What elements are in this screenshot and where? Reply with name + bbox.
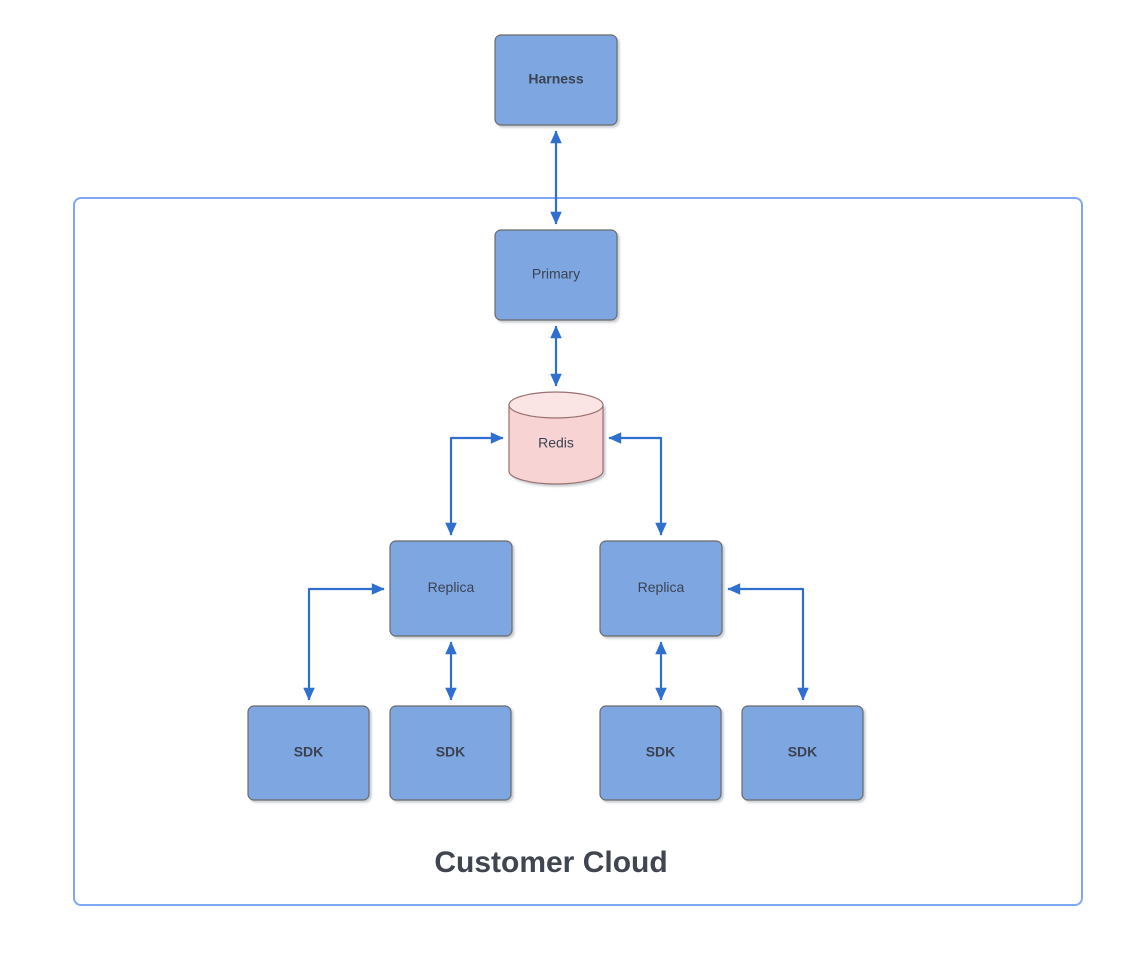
- node-label-harness: Harness: [528, 71, 583, 87]
- node-redis[interactable]: Redis: [508, 391, 604, 485]
- node-sdk-2[interactable]: SDK: [389, 705, 512, 801]
- group-border: [73, 197, 1083, 906]
- edges-layer: [303, 130, 809, 701]
- box-shape: [247, 705, 370, 801]
- box-shape: [389, 540, 513, 637]
- node-replica-right[interactable]: Replica: [599, 540, 723, 637]
- box-shape: [494, 34, 618, 126]
- node-label-replica-left: Replica: [428, 579, 475, 595]
- edge-replica-right-sdk-4: [727, 583, 809, 701]
- node-label-primary: Primary: [532, 266, 580, 282]
- node-label-sdk-1: SDK: [294, 744, 324, 760]
- cylinder-body: [508, 404, 604, 485]
- node-sdk-3[interactable]: SDK: [599, 705, 722, 801]
- edge-redis-replica-left: [445, 432, 504, 536]
- group-customer-cloud: Customer Cloud: [73, 197, 1083, 906]
- node-label-sdk-2: SDK: [436, 744, 466, 760]
- box-shape: [389, 705, 512, 801]
- box-shape: [741, 705, 864, 801]
- node-harness[interactable]: Harness: [494, 34, 618, 126]
- box-shape: [494, 229, 618, 321]
- edge-redis-replica-right: [608, 432, 667, 536]
- node-label-sdk-3: SDK: [646, 744, 676, 760]
- node-label-redis: Redis: [538, 435, 574, 451]
- cylinder-top: [508, 391, 604, 419]
- group-title-label: Customer Cloud: [434, 846, 667, 879]
- node-sdk-4[interactable]: SDK: [741, 705, 864, 801]
- node-primary[interactable]: Primary: [494, 229, 618, 321]
- box-shape: [599, 705, 722, 801]
- box-shape: [599, 540, 723, 637]
- node-label-replica-right: Replica: [638, 579, 685, 595]
- edge-replica-left-sdk-1: [303, 583, 385, 701]
- node-label-sdk-4: SDK: [788, 744, 818, 760]
- node-sdk-1[interactable]: SDK: [247, 705, 370, 801]
- node-replica-left[interactable]: Replica: [389, 540, 513, 637]
